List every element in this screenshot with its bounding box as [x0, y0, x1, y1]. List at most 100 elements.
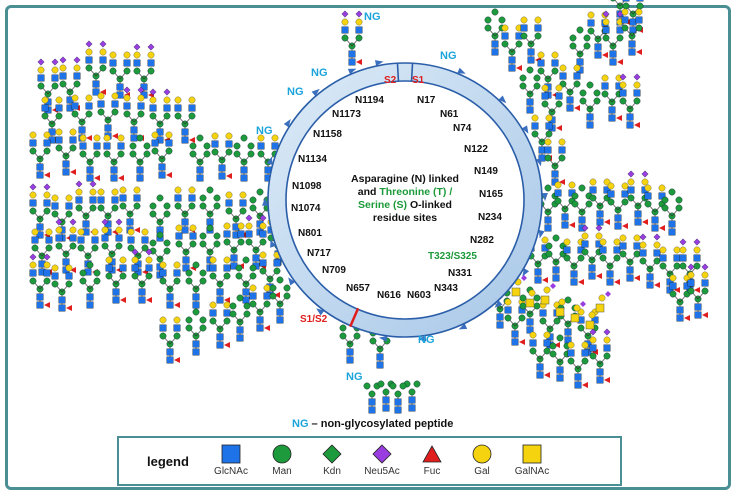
glycan-structure — [571, 184, 593, 232]
site-label-n61: N61 — [440, 109, 459, 120]
glycan-structure — [245, 214, 267, 270]
glycan-structure — [599, 238, 621, 286]
legend-label: Fuc — [423, 466, 441, 477]
glycan-structure — [159, 261, 181, 309]
glycan-structure — [589, 328, 611, 384]
glycan-structure — [127, 228, 149, 276]
glycan-structure — [75, 180, 97, 236]
glycan-structure — [579, 81, 601, 129]
site-labels: N17N61N74N122N149N165N234N282T323/S325N3… — [291, 95, 503, 301]
legend-label: Man — [272, 466, 292, 477]
site-arrow — [316, 308, 325, 316]
ng-label-top-right: NG — [440, 50, 457, 62]
legend-label: Neu5Ac — [364, 466, 400, 477]
glycan-structure — [569, 26, 591, 74]
legend-label: Gal — [474, 466, 490, 477]
legend-item-fuc: Fuc — [407, 444, 457, 477]
glycan-structure — [563, 238, 585, 286]
site-label-n657: N657 — [346, 283, 370, 294]
glycan-structure — [159, 316, 181, 364]
site-label-n717: N717 — [307, 248, 331, 259]
spike-protein-ring — [267, 62, 543, 338]
glycan-structure — [174, 96, 196, 144]
site-arrow — [498, 95, 507, 104]
glycan-structure — [669, 274, 691, 322]
glycan-structure — [581, 224, 603, 280]
legend-symbol-circle — [472, 444, 492, 464]
ng-label-bottom-right: NG — [418, 334, 435, 346]
glycan-structure — [211, 132, 233, 180]
glycan-structure — [229, 294, 251, 342]
glycan-structures — [29, 0, 709, 414]
glycan-structure — [607, 182, 629, 230]
glycan-structure — [189, 134, 211, 182]
ring-terminus-0 — [396, 63, 400, 82]
site-label-n149: N149 — [474, 166, 498, 177]
glycan-structure — [97, 92, 119, 140]
glycan-structure — [129, 134, 151, 182]
site-label-n165: N165 — [479, 189, 503, 200]
glycan-structure — [79, 261, 101, 309]
site-arrow — [378, 335, 388, 342]
glycan-structure — [687, 263, 709, 319]
glycan-structure — [29, 131, 51, 179]
glycan-structure — [29, 183, 51, 239]
site-arrow — [347, 68, 357, 75]
legend-symbol-circle — [272, 444, 292, 464]
center-label: Asparagine (N) linked and Threonine (T) … — [351, 173, 459, 224]
glycan-structure — [639, 233, 661, 289]
glycan-structure — [249, 188, 271, 236]
glycan-structure — [131, 248, 153, 304]
site-label-n801: N801 — [298, 228, 322, 239]
glycan-structure — [619, 234, 641, 282]
glycan-structure — [341, 10, 363, 66]
svg-text:and Threonine (T) /: and Threonine (T) / — [358, 186, 453, 198]
glycan-structure — [501, 24, 523, 72]
glycan-structure — [223, 222, 245, 270]
ring-inner-edge — [285, 80, 525, 320]
legend-title: legend — [147, 454, 189, 469]
glycan-structure — [661, 188, 683, 236]
glycan-structure — [209, 301, 231, 349]
legend-symbol-square — [221, 444, 241, 464]
legend-item-neu5ac: Neu5Ac — [357, 444, 407, 477]
glycan-structure — [554, 181, 576, 229]
ng-label-left-upper: NG — [287, 86, 304, 98]
glycan-structure — [544, 138, 566, 186]
glycan-structure — [622, 0, 644, 34]
glycan-structure — [567, 341, 589, 389]
site-label-n603: N603 — [407, 290, 431, 301]
glycan-structure — [659, 246, 681, 294]
glycan-structure — [249, 284, 271, 332]
legend-symbol-diamond — [322, 444, 342, 464]
glycan-structure — [519, 286, 541, 334]
glycan-structure — [77, 228, 99, 276]
glycan-structure — [363, 382, 381, 414]
glycan-structure — [97, 188, 119, 236]
site-label-n1098: N1098 — [292, 181, 322, 192]
glycan-structure — [529, 331, 551, 379]
glycan-structure — [627, 170, 649, 226]
ng-label-bottom: NG — [346, 371, 363, 383]
glycan-structure — [602, 10, 624, 66]
site-arrows — [262, 60, 548, 342]
glycan-structure — [541, 84, 563, 132]
legend-item-kdn: Kdn — [307, 444, 357, 477]
ng-label-upper-left: NG — [311, 67, 328, 79]
glycan-structure — [133, 43, 155, 99]
glycan-structure — [151, 131, 173, 179]
site-arrow — [283, 119, 291, 128]
glycan-structure — [601, 74, 623, 122]
site-arrow — [288, 277, 296, 286]
glycan-structure — [589, 178, 611, 226]
svg-text:Serine (S) O-linked: Serine (S) O-linked — [358, 199, 452, 211]
legend-symbol-square — [522, 444, 542, 464]
legend-label: GlcNAc — [214, 466, 248, 477]
glycan-structure — [389, 382, 407, 414]
glycan-structure — [175, 224, 197, 272]
site-label-n1194: N1194 — [355, 95, 384, 106]
glycan-structure — [119, 186, 141, 234]
glycan-structure — [123, 86, 145, 142]
